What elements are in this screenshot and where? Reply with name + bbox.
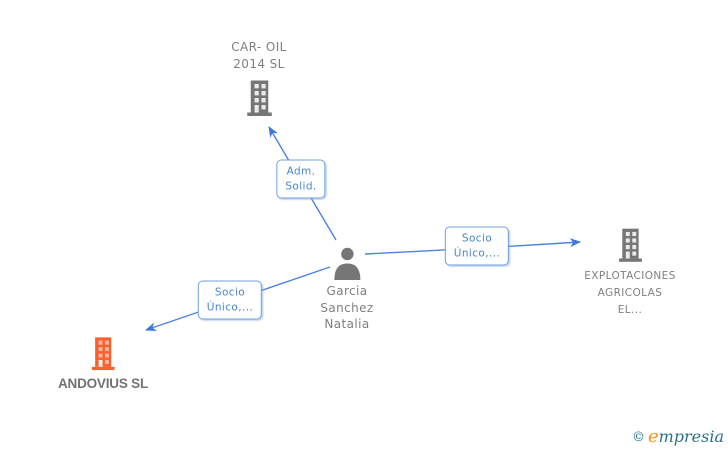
copyright-icon: ©	[631, 430, 645, 445]
node-company-andovius[interactable]: ANDOVIUS SL	[58, 336, 148, 391]
edge-label-socio-unico-right[interactable]: Socio Único,...	[444, 226, 510, 266]
building-icon	[618, 228, 642, 262]
company-name: CAR- OIL 2014 SL	[231, 40, 287, 71]
empresia-logo[interactable]: ©empresia	[632, 427, 724, 448]
edge-label-line: Socio	[461, 232, 493, 245]
edge-label-line: Adm.	[286, 165, 316, 178]
building-icon	[247, 80, 272, 116]
building-icon	[91, 337, 115, 371]
person-icon	[333, 247, 360, 280]
node-company-explotaciones-agricolas[interactable]: EXPLOTACIONES AGRICOLAS EL...	[584, 227, 676, 319]
person-name: Garcia Sanchez Natalia	[320, 284, 374, 331]
logo-text-e: e	[647, 426, 659, 447]
node-person-garcia-sanchez-natalia[interactable]: Garcia Sanchez Natalia	[320, 247, 373, 333]
company-name: EXPLOTACIONES AGRICOLAS EL...	[584, 270, 676, 316]
edge-label-line: Único,...	[453, 247, 501, 260]
edge-label-socio-unico-left[interactable]: Socio Único,...	[197, 280, 263, 320]
edge-label-adm-solid[interactable]: Adm. Solid.	[276, 159, 326, 199]
edge-label-line: Solid.	[285, 180, 317, 193]
edge-label-line: Único,...	[206, 301, 254, 314]
edge-label-line: Socio	[214, 286, 246, 299]
logo-text-rest: mpresia	[658, 427, 724, 446]
company-name: ANDOVIUS SL	[57, 376, 149, 391]
node-company-car-oil[interactable]: CAR- OIL 2014 SL	[231, 39, 286, 117]
